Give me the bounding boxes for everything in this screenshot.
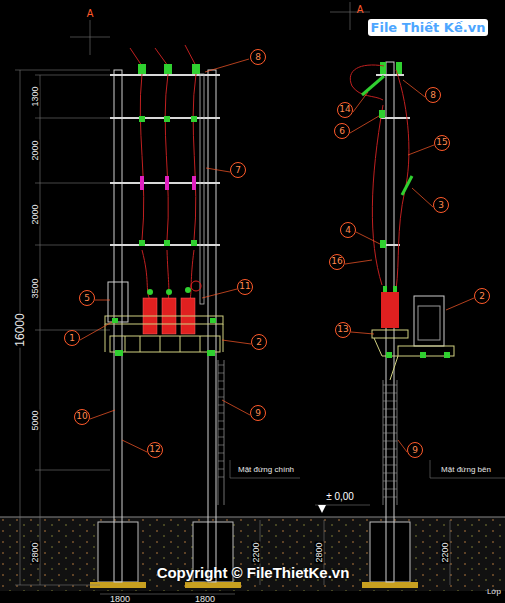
callout-number: 16 [329,254,345,270]
section-mark: A [87,9,94,19]
dimension: 2800 [31,541,40,563]
callout-text: 8 [430,91,436,100]
watermark: Copyright © FileThietKe.vn [157,565,350,580]
callout-number: 9 [250,405,266,421]
section-mark: A [357,5,364,15]
callout-text: 1 [69,334,75,343]
callout-text: 14 [339,105,350,114]
callout-number: 8 [425,87,441,103]
callout-number: 11 [237,279,253,295]
dimension: 1800 [195,595,215,603]
callout-text: 3 [438,201,444,210]
callout-number: 9 [407,442,423,458]
callout-text: 5 [84,294,90,303]
dimension: 1800 [110,595,130,603]
callout-number: 12 [147,442,163,458]
dimension: 16000 [14,312,26,347]
callout-number: 2 [251,334,267,350]
callout-text: 2 [479,292,485,301]
callout-number: 7 [230,162,246,178]
callout-text: 13 [337,325,348,334]
callout-text: 9 [255,409,261,418]
dimension: 2000 [31,139,40,161]
callout-number: 5 [79,290,95,306]
callout-number: 14 [337,102,353,118]
dimension: 2200 [441,541,450,563]
dimension: 2800 [315,541,324,563]
note: Lớp [487,588,501,596]
callout-number: 3 [433,197,449,213]
callout-number: 4 [340,222,356,238]
dimension: 3500 [31,277,40,299]
callout-text: 11 [239,282,250,291]
view-title: Mặt đứng bên [441,466,491,474]
callout-number: 13 [335,322,351,338]
dimension: 2200 [252,541,261,563]
callout-text: 16 [331,257,342,266]
callout-text: 10 [76,412,87,421]
callout-text: 9 [412,446,418,455]
logo: File Thiết Kế.vn [368,19,489,36]
level-mark: ± 0,00 [326,492,354,502]
callout-number: 10 [74,409,90,425]
callout-number: 1 [64,330,80,346]
dimension: 2000 [31,203,40,225]
callout-text: 15 [436,138,447,147]
callout-number: 2 [474,288,490,304]
callout-text: 4 [345,226,351,235]
callout-number: 6 [334,123,350,139]
dimension: 5000 [31,409,40,431]
callout-text: 8 [255,53,261,62]
callout-text: 6 [339,127,345,136]
view-title: Mặt đứng chính [238,466,294,474]
dimension: 1300 [31,85,40,107]
callout-number: 8 [250,49,266,65]
callout-number: 15 [434,135,450,151]
callout-text: 2 [256,338,262,347]
callout-text: 12 [149,445,160,454]
callout-text: 7 [235,166,241,175]
